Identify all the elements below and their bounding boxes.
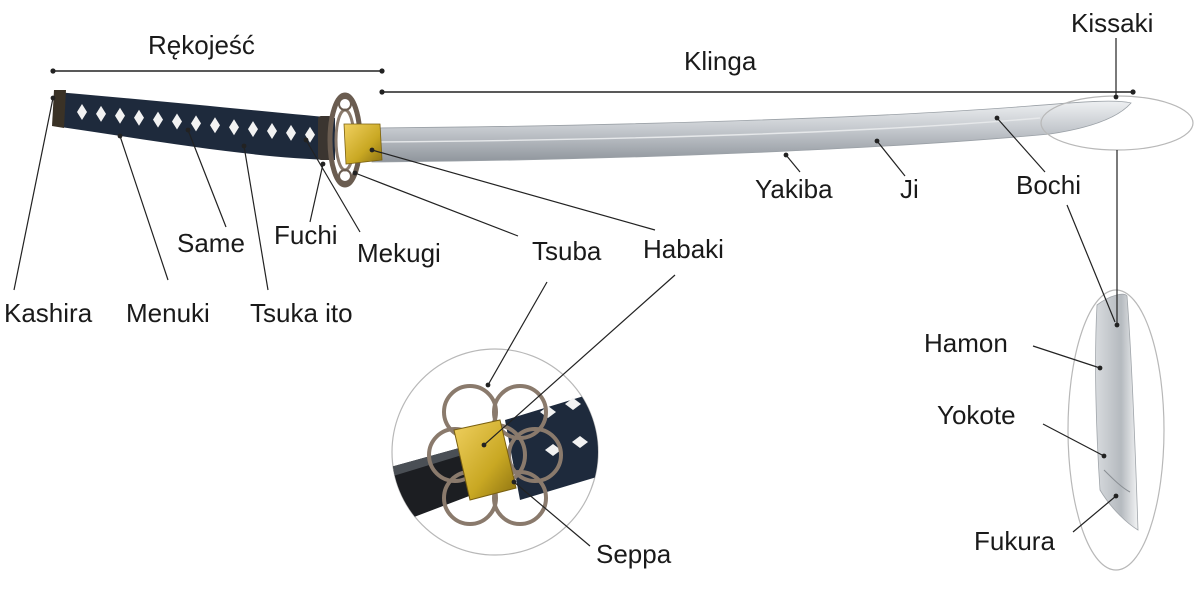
mekugi-leader [305, 139, 361, 233]
menuki-label: Menuki [126, 298, 210, 328]
handle-diamond [134, 109, 144, 126]
rekojesc-dimension-line [50, 68, 385, 74]
handle-diamond [153, 111, 163, 128]
tsuka-ito-label: Tsuka ito [250, 298, 353, 328]
handle-diamond [248, 121, 258, 138]
tip-zoom-blade [1095, 293, 1139, 531]
fukura-label: Fukura [974, 526, 1055, 556]
yakiba-label: Yakiba [755, 174, 833, 204]
mekugi-label: Mekugi [357, 238, 441, 268]
seppa-label: Seppa [596, 539, 672, 569]
habaki-zoom-leader [483, 274, 676, 446]
handle-diamond [115, 107, 125, 124]
leader-lines [13, 38, 1120, 547]
ji-leader [876, 140, 906, 177]
handle [52, 90, 335, 160]
kissaki-label: Kissaki [1071, 8, 1154, 38]
handle-diamond [267, 123, 277, 139]
hamon-label: Hamon [924, 328, 1008, 358]
handle-wrap-diamonds [77, 104, 315, 143]
handle-diamond [210, 117, 220, 134]
same-label: Same [177, 228, 245, 258]
handle-diamond [229, 119, 239, 136]
handle-diamond [96, 105, 106, 122]
blade-shinogi-line [371, 117, 1041, 143]
bochi-leader [996, 117, 1046, 173]
tip-zoom-ellipse [1067, 289, 1165, 571]
hamon-leader [1032, 345, 1101, 369]
tsuba-label: Tsuba [532, 236, 602, 266]
bochi-tip-leader [1066, 204, 1116, 323]
tip-zoom-yokote-line [1103, 469, 1131, 493]
fuchi-leader [309, 163, 324, 223]
handle-diamond [172, 113, 182, 130]
same-leader [187, 129, 227, 228]
fukura-leader [1072, 495, 1117, 533]
habaki-leader [371, 149, 656, 231]
habaki-label: Habaki [643, 234, 724, 264]
ji-label: Ji [900, 174, 919, 204]
kashira-label: Kashira [4, 298, 93, 328]
yakiba-leader [785, 154, 801, 173]
habaki [343, 123, 383, 165]
blade [371, 100, 1132, 163]
tsuka-ito-leader [243, 145, 269, 291]
tsuba-zoom-inset [391, 348, 599, 556]
tsuba-zoom-leader [487, 281, 548, 386]
kashira-leader [13, 97, 54, 291]
handle-diamond [191, 115, 201, 132]
handle-diamond [286, 124, 296, 141]
yokote-leader [1042, 423, 1105, 457]
handle-diamond [77, 104, 87, 120]
yokote-label: Yokote [937, 400, 1016, 430]
tsuba-leader [354, 172, 519, 237]
seppa-leader [513, 481, 591, 547]
rekojesc-label: Rękojeść [148, 30, 255, 60]
fuchi-label: Fuchi [274, 220, 338, 250]
bochi-label: Bochi [1016, 170, 1082, 200]
klinga-dimension-line [379, 89, 1136, 95]
menuki-leader [119, 135, 169, 281]
klinga-label: Klinga [684, 46, 757, 76]
